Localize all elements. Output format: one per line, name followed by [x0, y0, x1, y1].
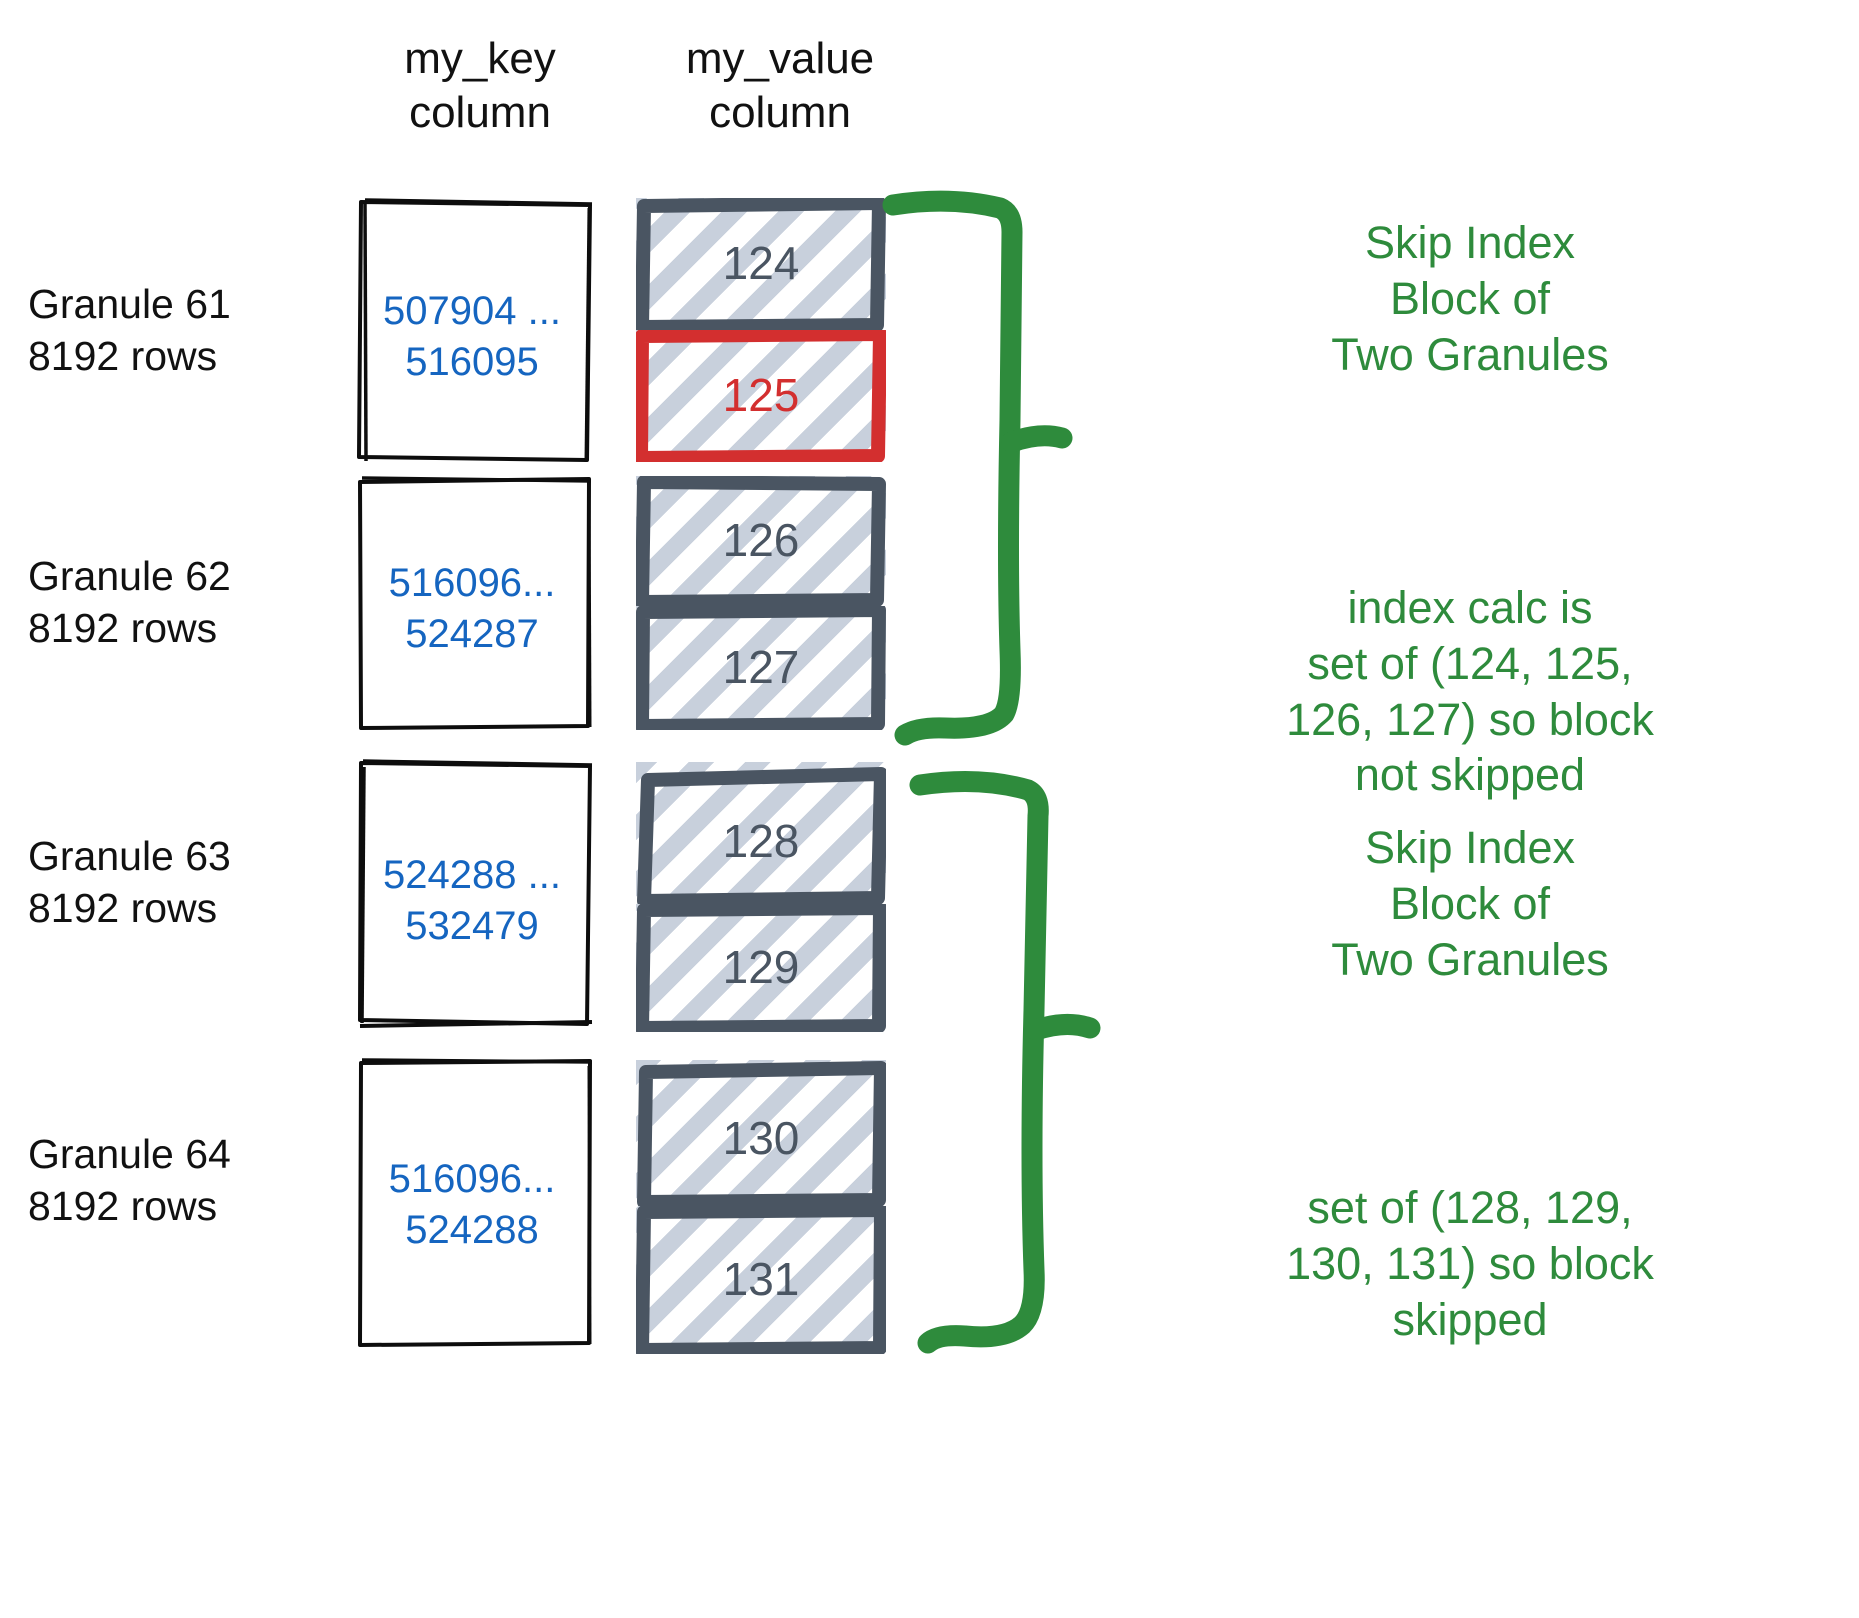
value-cell-128: 128 — [636, 762, 886, 904]
key-range-granule-61: 507904 ... 516095 — [383, 289, 561, 385]
value-text-129: 129 — [722, 940, 800, 993]
annotation-skip-index-block-1: Skip Index Block of Two Granules — [1331, 217, 1609, 380]
skip-index-brace-2 — [909, 770, 1101, 1354]
key-box-granule-62: 516096... 524287 — [356, 476, 594, 730]
value-text-131: 131 — [722, 1252, 800, 1305]
value-text-126: 126 — [722, 513, 800, 566]
key-box-granule-64: 516096... 524288 — [356, 1058, 594, 1348]
column-header-my-key: my_key column — [404, 34, 556, 137]
sketch-rect-icon — [358, 1058, 593, 1347]
value-cell-130: 130 — [636, 1060, 886, 1206]
value-text-127: 127 — [722, 640, 800, 693]
column-header-my-value: my_value column — [685, 34, 875, 137]
granule-label-62: Granule 62 8192 rows — [28, 553, 231, 652]
sketch-rect-icon — [357, 198, 593, 463]
value-text-124: 124 — [722, 236, 800, 289]
value-text-128: 128 — [722, 814, 800, 867]
value-text-130: 130 — [722, 1111, 800, 1164]
granule-label-63: Granule 63 8192 rows — [28, 833, 231, 932]
value-text-125: 125 — [722, 368, 800, 421]
annotation-skip-index-block-2: Skip Index Block of Two Granules — [1331, 822, 1609, 985]
key-range-granule-63: 524288 ... 532479 — [383, 853, 561, 949]
granule-label-61: Granule 61 8192 rows — [28, 281, 231, 380]
annotation-index-calc-skipped: set of (128, 129, 130, 131) so block ski… — [1286, 1182, 1654, 1345]
value-cell-127: 127 — [636, 606, 886, 730]
annotation-index-calc-not-skipped: index calc is set of (124, 125, 126, 127… — [1286, 582, 1654, 801]
sketch-rect-icon — [358, 476, 592, 730]
value-cell-125: 125 — [636, 330, 886, 462]
sketch-rect-icon — [358, 759, 593, 1028]
key-box-granule-61: 507904 ... 516095 — [356, 198, 594, 464]
granule-label-64: Granule 64 8192 rows — [28, 1131, 231, 1230]
key-box-granule-63: 524288 ... 532479 — [356, 758, 594, 1030]
value-cell-126: 126 — [636, 476, 886, 606]
value-cell-131: 131 — [636, 1206, 886, 1354]
value-cell-124: 124 — [636, 198, 886, 330]
key-range-granule-64: 516096... 524288 — [388, 1157, 556, 1253]
key-range-granule-62: 516096... 524287 — [388, 561, 556, 657]
skip-index-brace-1 — [882, 190, 1073, 746]
value-cell-129: 129 — [636, 904, 886, 1032]
